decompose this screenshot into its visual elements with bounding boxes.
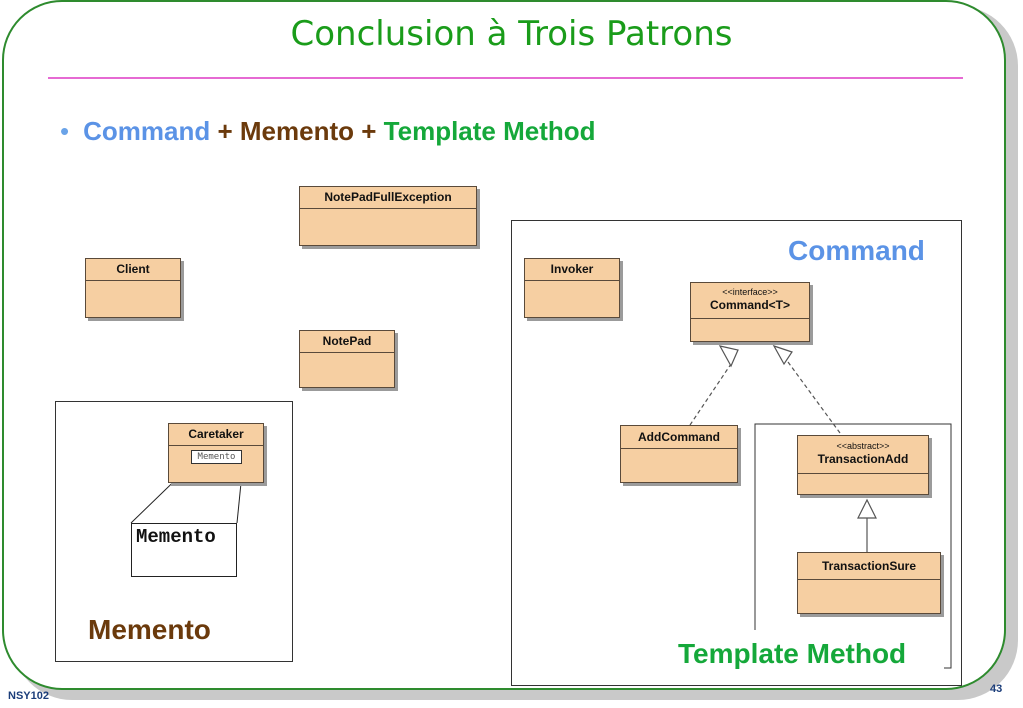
caretaker-memento-attribute: Memento [191, 450, 242, 464]
memento-note-text: Memento [136, 526, 216, 548]
class-invoker[interactable]: Invoker [524, 258, 620, 318]
class-client[interactable]: Client [85, 258, 181, 318]
class-notepadfullexception[interactable]: NotePadFullException [299, 186, 477, 246]
template-method-group-frame [754, 423, 952, 669]
memento-note: Memento [131, 523, 237, 577]
memento-group-box [55, 401, 293, 662]
class-name: NotePadFullException [300, 187, 476, 209]
class-name: Command<T> [709, 298, 790, 312]
bullet-command: Command [83, 116, 211, 146]
bullet-plus-1: + [217, 116, 233, 146]
footer-course: NSY102 [8, 690, 49, 702]
bullet-memento: Memento [239, 116, 355, 146]
class-addcommand[interactable]: AddCommand [620, 425, 738, 483]
stereotype-label: <<interface>> [722, 287, 778, 297]
bullet-plus-2: + [361, 116, 377, 146]
slide-title: Conclusion à Trois Patrons [290, 14, 733, 54]
class-name: AddCommand [621, 426, 737, 449]
template-method-group-label: Template Method [678, 638, 907, 669]
bullet-dot-icon: • [60, 116, 70, 146]
class-name: TransactionAdd [817, 452, 909, 466]
addcommand-realization-arrow-icon [718, 345, 739, 368]
class-name: Caretaker [169, 424, 263, 446]
class-transactionsure[interactable]: TransactionSure [797, 552, 941, 614]
bullet-template-method: Template Method [383, 116, 596, 146]
bullet-line: • Command + Memento + Template Method [60, 116, 596, 147]
addcommand-realization-line [689, 363, 732, 426]
transactionadd-realization-line [787, 361, 841, 434]
class-transactionadd[interactable]: <<abstract>> TransactionAdd [797, 435, 929, 495]
command-group-box [511, 220, 962, 686]
class-name: Invoker [525, 259, 619, 281]
title-divider [48, 77, 963, 79]
command-group-label: Command [788, 235, 925, 266]
stereotype-label: <<abstract>> [836, 441, 890, 451]
transactionadd-realization-arrow-icon [772, 344, 793, 366]
class-name: TransactionSure [798, 553, 940, 580]
interface-command[interactable]: <<interface>> Command<T> [690, 282, 810, 342]
transactionsure-generalization-arrow-icon [857, 498, 877, 519]
class-name: NotePad [300, 331, 394, 353]
footer-page-number: 43 [990, 683, 1003, 695]
memento-group-label: Memento [88, 614, 211, 645]
class-name: Client [86, 259, 180, 281]
class-notepad[interactable]: NotePad [299, 330, 395, 388]
